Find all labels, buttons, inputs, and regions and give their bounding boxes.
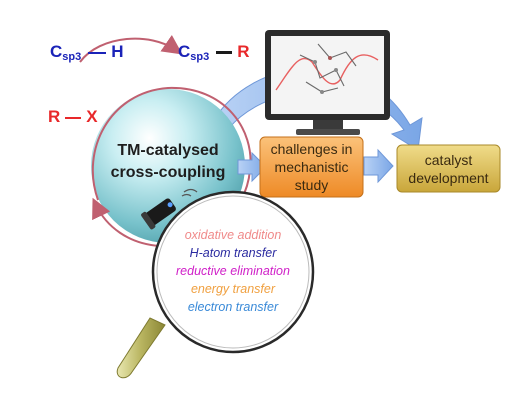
- catalyst-line2: development: [408, 169, 489, 186]
- catalyst-box: catalyst development: [397, 145, 500, 192]
- arrow-sphere-to-challenges: [237, 151, 267, 183]
- arrow-challenges-to-catalyst: [363, 148, 394, 184]
- mechanism-energy-transfer: energy transfer: [190, 282, 276, 296]
- mechanism-h-atom-transfer: H-atom transfer: [189, 246, 277, 260]
- single-bond: [216, 51, 233, 55]
- magnifier-handle: [116, 317, 166, 379]
- mechanism-reductive-elimination: reductive elimination: [176, 264, 290, 278]
- hydrogen-symbol: H: [111, 42, 124, 61]
- central-label-line1: TM-catalysed: [117, 142, 219, 159]
- mechanism-oxidative-addition: oxidative addition: [184, 228, 282, 242]
- central-label: TM-catalysed cross-coupling: [100, 140, 236, 184]
- product-csp3-r: Csp3 R: [178, 42, 250, 63]
- hybridization-subscript: sp3: [62, 51, 82, 63]
- magnifier-lens: [151, 190, 315, 354]
- single-bond: [88, 51, 107, 54]
- monitor-icon: [265, 30, 390, 135]
- flashlight-icon: [141, 198, 176, 230]
- challenges-line3: study: [294, 177, 329, 193]
- central-label-line2: cross-coupling: [110, 164, 226, 181]
- catalyst-box-bg: [396, 144, 501, 193]
- carbon-symbol: C: [50, 42, 63, 61]
- challenges-line1: challenges in: [270, 141, 353, 157]
- cycle-arrow-top: [79, 34, 183, 63]
- magnifier-rim-inner: [156, 195, 310, 349]
- r-group-symbol: R: [48, 107, 61, 126]
- single-bond: [65, 116, 82, 119]
- reactant-csp3-h: Csp3 H: [50, 42, 124, 63]
- halogen-symbol: X: [86, 107, 98, 126]
- challenges-line2: mechanistic: [274, 159, 349, 175]
- challenges-box: challenges in mechanistic study: [260, 137, 363, 197]
- catalyst-line1: catalyst: [424, 151, 473, 168]
- hybridization-subscript: sp3: [190, 51, 210, 63]
- mechanism-electron-transfer: electron transfer: [187, 300, 279, 314]
- cycle-ring: [91, 86, 252, 248]
- challenges-box-bg: [259, 136, 364, 198]
- flashlight-rays: [181, 188, 198, 197]
- carbon-symbol: C: [178, 42, 191, 61]
- r-group-symbol: R: [237, 42, 250, 61]
